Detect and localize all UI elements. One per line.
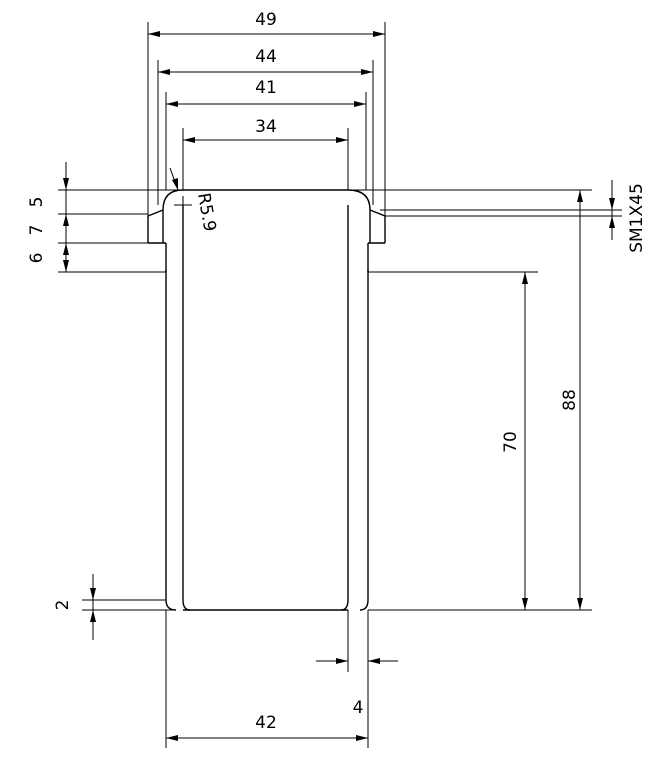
dimension-70: 70 <box>368 271 538 610</box>
dimension-49: 49 <box>147 10 386 216</box>
dimension-44-label: 44 <box>255 47 277 67</box>
dimension-44: 44 <box>157 47 374 205</box>
dimension-88: 88 <box>348 189 592 611</box>
dimension-42-label: 42 <box>255 713 277 733</box>
dimension-7-label: 7 <box>27 225 47 236</box>
chamfer-callout: SM1X45 <box>380 180 647 253</box>
dimension-6-label: 6 <box>27 253 47 264</box>
dimension-88-label: 88 <box>560 389 580 411</box>
dimension-41: 41 <box>165 78 367 190</box>
chamfer-label: SM1X45 <box>627 183 647 253</box>
dimension-4-label: 4 <box>353 698 364 718</box>
dimension-49-label: 49 <box>255 10 277 30</box>
dimension-34-label: 34 <box>255 117 277 137</box>
dimension-2-label: 2 <box>53 600 73 611</box>
radius-label: R5.9 <box>193 191 219 233</box>
dimension-70-label: 70 <box>501 431 521 453</box>
dimension-2: 2 <box>53 574 176 640</box>
part-outline <box>147 189 386 611</box>
dimension-34: 34 <box>182 117 349 190</box>
dimension-5-label: 5 <box>27 197 47 208</box>
dimension-41-label: 41 <box>255 78 277 98</box>
dimension-stack-left: 5 7 6 <box>27 162 183 273</box>
radius-callout: R5.9 <box>169 167 220 233</box>
dimension-4: 4 <box>316 610 398 718</box>
dimension-42: 42 <box>165 610 369 748</box>
